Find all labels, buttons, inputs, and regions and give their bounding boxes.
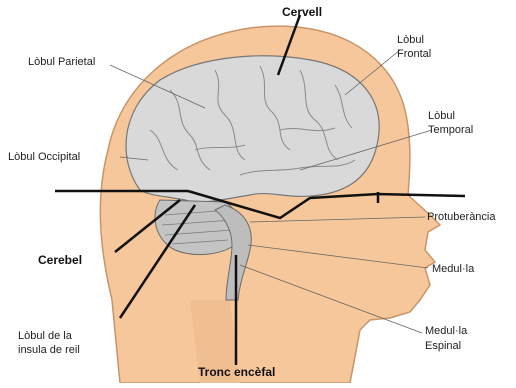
label-medulla: Medul·la xyxy=(432,263,474,276)
label-tronc-encefal: Tronc encèfal xyxy=(198,366,275,379)
label-lobul-frontal-line1: Lòbul xyxy=(397,34,424,47)
label-cervell: Cervell xyxy=(282,6,322,19)
label-lobul-parietal: Lòbul Parietal xyxy=(28,56,95,69)
cerebrum xyxy=(126,56,379,202)
label-medulla-espinal-line1: Medul·la xyxy=(425,325,467,338)
label-cerebel: Cerebel xyxy=(38,254,82,267)
label-lobul-insula-line2: insula de reil xyxy=(18,344,80,357)
label-lobul-temporal-line1: Lòbul xyxy=(428,110,455,123)
label-lobul-temporal-line2: Temporal xyxy=(428,124,473,137)
label-lobul-insula-line1: Lòbul de la xyxy=(18,330,72,343)
label-lobul-frontal-line2: Frontal xyxy=(397,48,431,61)
label-lobul-occipital: Lòbul Occipital xyxy=(8,151,80,164)
label-medulla-espinal-line2: Espinal xyxy=(425,340,461,353)
label-protuberancia: Protuberància xyxy=(427,211,496,224)
